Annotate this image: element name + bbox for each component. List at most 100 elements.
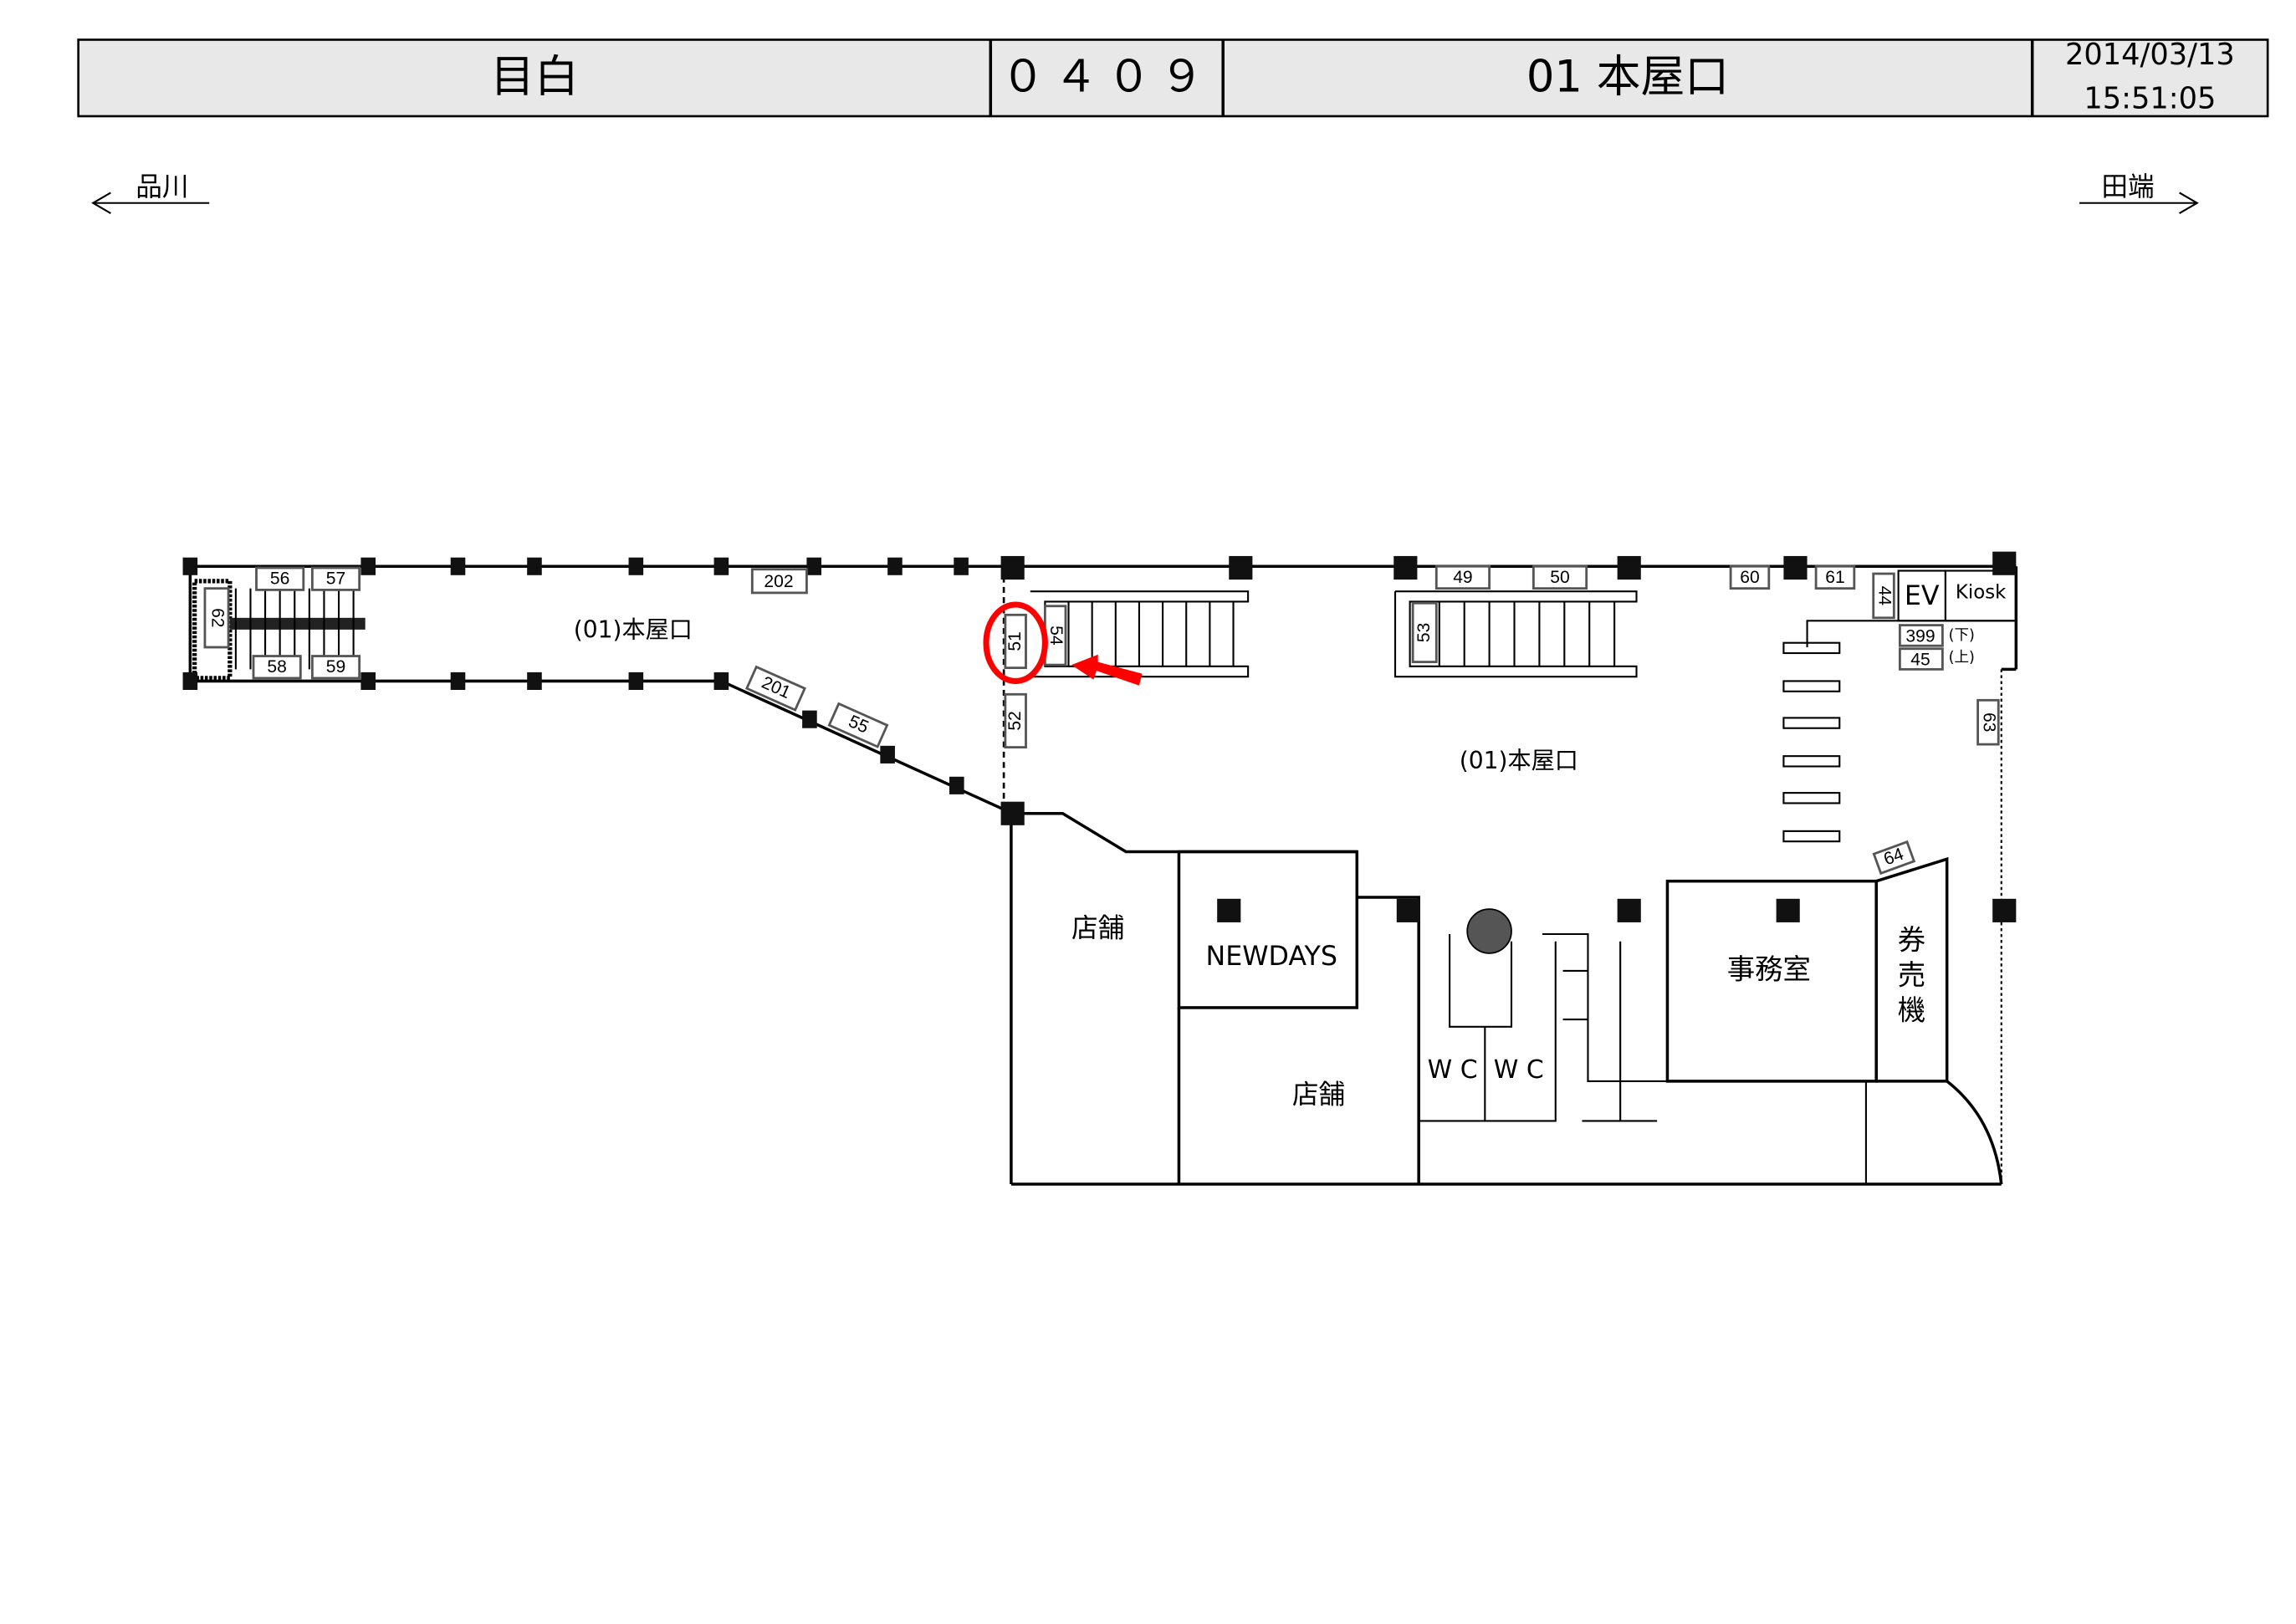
entrance-name: 01 本屋口 [1526, 52, 1729, 103]
pillar [954, 557, 969, 575]
ticket-machines-label: 券 売 機 [1898, 923, 1925, 1026]
sign-53[interactable]: 53 [1411, 601, 1438, 663]
pillar [628, 672, 644, 690]
header-bar: 目白 ０４０９ 01 本屋口 2014/03/13 15:51:05 [77, 38, 2269, 118]
highlight-circle [983, 601, 1048, 684]
shop-label-1: 店舗 [1071, 914, 1124, 944]
sign-399[interactable]: 399 [1898, 624, 1944, 647]
svg-text:49: 49 [1453, 568, 1472, 587]
pillar [450, 672, 466, 690]
sign-63[interactable]: 63 [1976, 698, 2000, 746]
area-label-concourse-left: (01)本屋口 [574, 616, 693, 644]
sign-49[interactable]: 49 [1434, 564, 1491, 590]
sign-52[interactable]: 52 [1004, 692, 1027, 749]
down-label: (下) [1949, 627, 1975, 644]
area-label-concourse-right: (01)本屋口 [1460, 747, 1578, 774]
pillars [182, 551, 2017, 922]
pillar [1393, 555, 1418, 580]
svg-text:51: 51 [1005, 631, 1025, 651]
svg-text:58: 58 [267, 657, 286, 677]
pillar [949, 776, 964, 794]
sign-44[interactable]: 44 [1872, 572, 1895, 620]
ticket-label-char: 券 [1898, 923, 1925, 956]
sign-62[interactable]: 62 [203, 587, 230, 649]
pillar [1617, 555, 1641, 580]
crosswalk-markings [1782, 641, 1841, 843]
pillar [713, 672, 729, 690]
arrow-right-icon [2079, 192, 2199, 214]
pillar [713, 557, 729, 575]
station-name: 目白 [490, 52, 579, 103]
wc-label-1: W C [1428, 1055, 1478, 1085]
svg-text:53: 53 [1414, 623, 1434, 642]
sign-57[interactable]: 57 [310, 566, 361, 591]
pillar [1229, 555, 1253, 580]
svg-text:202: 202 [764, 572, 793, 591]
sign-51[interactable]: 51 [1004, 613, 1027, 670]
sign-59[interactable]: 59 [310, 655, 361, 680]
pillar [361, 672, 376, 690]
pillar [1992, 898, 2017, 922]
svg-text:57: 57 [326, 569, 345, 589]
svg-text:44: 44 [1874, 586, 1894, 606]
pillar [880, 745, 895, 763]
office-label: 事務室 [1727, 952, 1811, 985]
sign-56[interactable]: 56 [255, 566, 305, 591]
station-code: ０４０９ [1001, 52, 1213, 103]
sign-55[interactable]: 55 [827, 702, 889, 748]
elevator-label: EV [1905, 581, 1940, 611]
svg-text:62: 62 [207, 608, 227, 627]
direction-right-label: 田端 [2101, 172, 2154, 202]
arrow-left-icon [91, 192, 210, 214]
stairs-right [1393, 590, 1638, 678]
pillar [887, 557, 903, 575]
pillar [182, 557, 198, 575]
pillar [1783, 555, 1808, 580]
column-round [1466, 908, 1512, 954]
pillar [527, 557, 542, 575]
pillar [1000, 801, 1025, 825]
pillar [1000, 555, 1025, 580]
svg-text:56: 56 [270, 569, 289, 589]
walls [188, 564, 2018, 1186]
date: 2014/03/13 [2065, 38, 2235, 72]
sign-64[interactable]: 64 [1872, 840, 1916, 876]
svg-text:50: 50 [1550, 568, 1569, 587]
pillar [628, 557, 644, 575]
pillar [1396, 898, 1420, 922]
sign-61[interactable]: 61 [1814, 564, 1856, 590]
svg-text:54: 54 [1046, 626, 1066, 646]
svg-text:63: 63 [1979, 712, 1998, 732]
direction-left-label: 品川 [136, 172, 188, 202]
sign-58[interactable]: 58 [252, 655, 302, 680]
direction-left: 品川 [91, 172, 210, 214]
time: 15:51:05 [2084, 82, 2216, 116]
svg-text:399: 399 [1905, 626, 1935, 646]
svg-text:59: 59 [326, 657, 345, 677]
up-label: (上) [1949, 649, 1975, 666]
pillar [450, 557, 466, 575]
sign-201[interactable]: 201 [744, 665, 806, 712]
svg-text:61: 61 [1825, 568, 1844, 587]
kiosk-label: Kiosk [1956, 581, 2007, 603]
pillar [806, 557, 821, 575]
pillar [802, 710, 817, 728]
ticket-label-char: 機 [1898, 994, 1925, 1027]
sign-50[interactable]: 50 [1532, 564, 1588, 590]
wc-label-2: W C [1494, 1055, 1544, 1085]
highlight-arrow-icon [1071, 654, 1143, 686]
pillar [1992, 551, 2017, 575]
pillar [1776, 898, 1800, 922]
pillar [361, 557, 376, 575]
shop-label-2: 店舗 [1292, 1080, 1345, 1110]
sign-54[interactable]: 54 [1043, 605, 1067, 666]
svg-text:60: 60 [1740, 568, 1759, 587]
sign-60[interactable]: 60 [1729, 564, 1771, 590]
sign-45[interactable]: 45 [1898, 647, 1944, 671]
sign-202[interactable]: 202 [750, 568, 808, 595]
svg-text:52: 52 [1005, 711, 1025, 730]
pillar [1217, 898, 1241, 922]
pillar [182, 672, 198, 690]
svg-text:45: 45 [1910, 650, 1930, 669]
pillar [1617, 898, 1641, 922]
